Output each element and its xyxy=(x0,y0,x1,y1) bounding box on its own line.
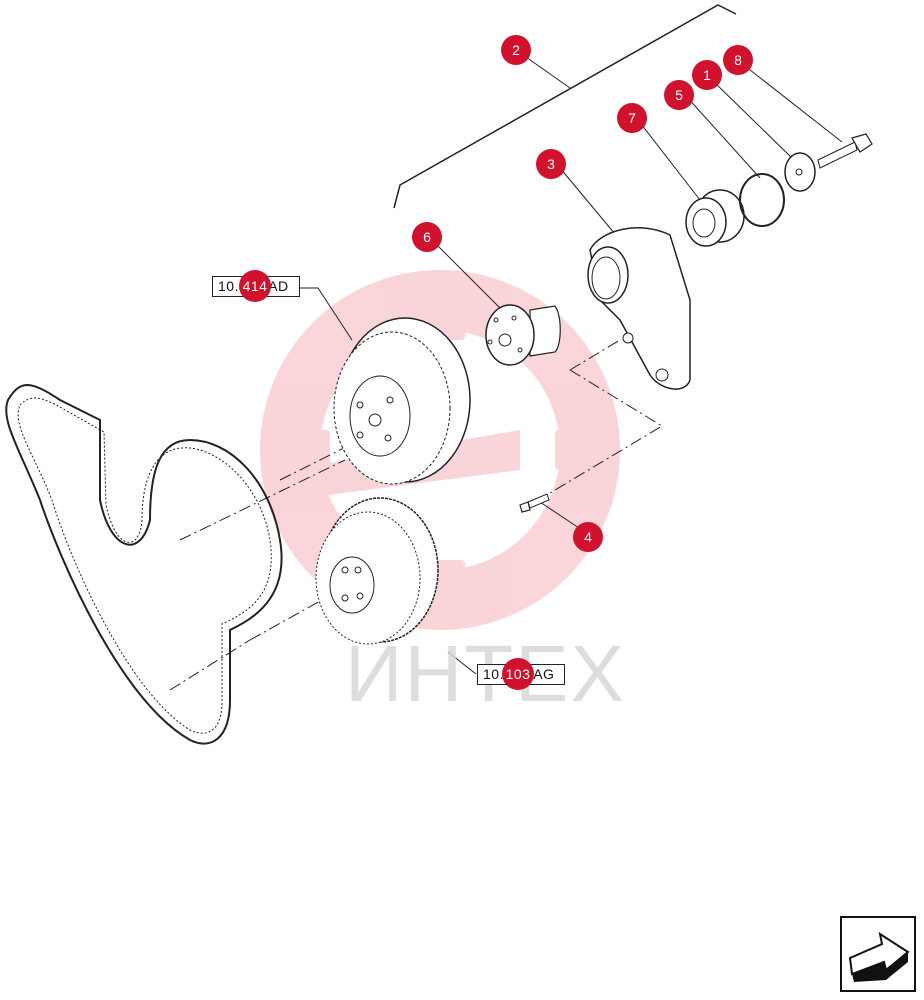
snap-ring-part xyxy=(739,173,785,227)
short-bolt-part xyxy=(519,493,550,513)
lower-pulley xyxy=(315,497,439,645)
upper-pulley xyxy=(333,317,471,485)
callout-2[interactable]: 2 xyxy=(501,35,531,65)
hub-part xyxy=(485,304,561,366)
reference-badge: 103 xyxy=(502,658,534,690)
callout-3[interactable]: 3 xyxy=(536,149,566,179)
reference-badge: 414 xyxy=(239,270,271,302)
callout-1[interactable]: 1 xyxy=(692,60,722,90)
washer-part xyxy=(784,152,816,192)
long-bolt-part xyxy=(817,133,873,169)
reference-10-103-ag[interactable]: 10.103.AG 103 xyxy=(477,658,565,690)
tensioner-arm xyxy=(587,227,691,390)
leader-lines xyxy=(300,65,843,675)
watermark-logo xyxy=(260,270,620,630)
reference-10-414-ad[interactable]: 10.414.AD 414 xyxy=(212,270,300,302)
assembly-bracket xyxy=(393,4,737,209)
drive-belt xyxy=(5,384,283,745)
callout-5[interactable]: 5 xyxy=(664,80,694,110)
callout-6[interactable]: 6 xyxy=(412,222,442,252)
bearing-part xyxy=(685,189,745,247)
callout-8[interactable]: 8 xyxy=(723,45,753,75)
next-page-button[interactable] xyxy=(840,916,916,992)
next-page-arrow-icon xyxy=(848,931,910,982)
callout-7[interactable]: 7 xyxy=(617,103,647,133)
callout-4[interactable]: 4 xyxy=(573,522,603,552)
